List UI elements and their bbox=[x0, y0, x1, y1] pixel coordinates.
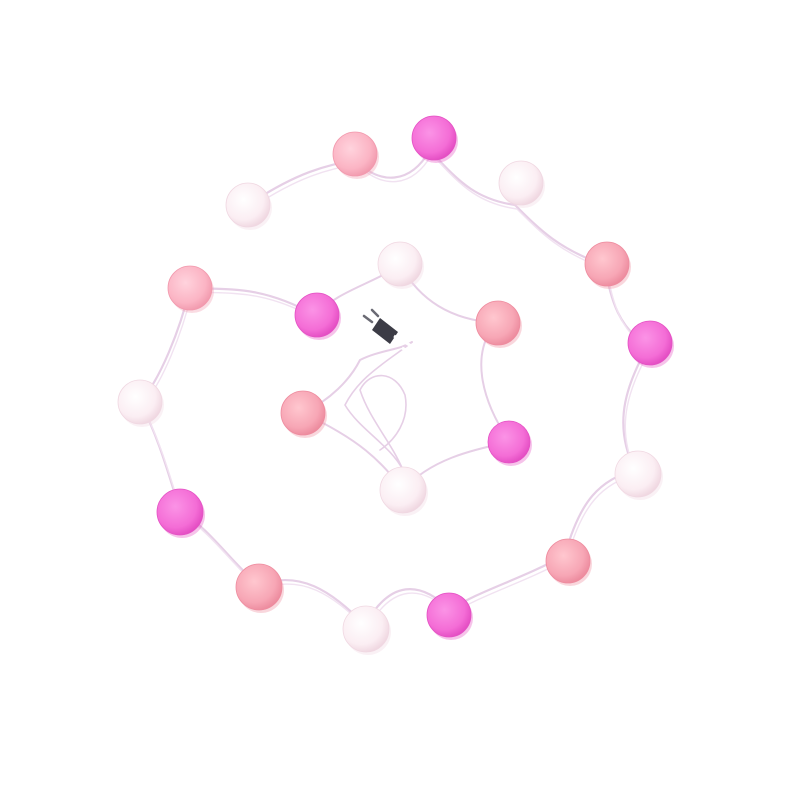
cord-inner bbox=[302, 264, 511, 491]
cotton-ball-pink bbox=[475, 300, 521, 346]
cotton-ball-white bbox=[498, 160, 544, 206]
cotton-ball-magenta bbox=[411, 115, 457, 161]
cotton-ball-magenta bbox=[627, 320, 673, 366]
cotton-balls bbox=[117, 115, 674, 655]
cotton-ball-white bbox=[377, 241, 423, 287]
cotton-ball-white bbox=[379, 466, 427, 514]
cotton-ball-white bbox=[117, 379, 163, 425]
cotton-ball-pink bbox=[545, 538, 591, 584]
cotton-ball-magenta bbox=[426, 592, 472, 638]
power-plug-icon bbox=[362, 308, 414, 354]
cotton-ball-pink bbox=[235, 563, 283, 611]
cotton-ball-light-pink bbox=[332, 131, 378, 177]
cotton-ball-magenta bbox=[294, 292, 340, 338]
cotton-ball-pink bbox=[280, 390, 326, 436]
cotton-ball-white bbox=[614, 450, 662, 498]
cotton-ball-light-pink bbox=[167, 265, 213, 311]
cord-inner-tangle bbox=[344, 341, 413, 471]
cotton-ball-white bbox=[342, 605, 390, 653]
cotton-ball-magenta bbox=[156, 488, 204, 536]
cotton-ball-magenta bbox=[487, 420, 531, 464]
cotton-ball-white bbox=[225, 182, 271, 228]
cotton-ball-pink bbox=[584, 241, 630, 287]
